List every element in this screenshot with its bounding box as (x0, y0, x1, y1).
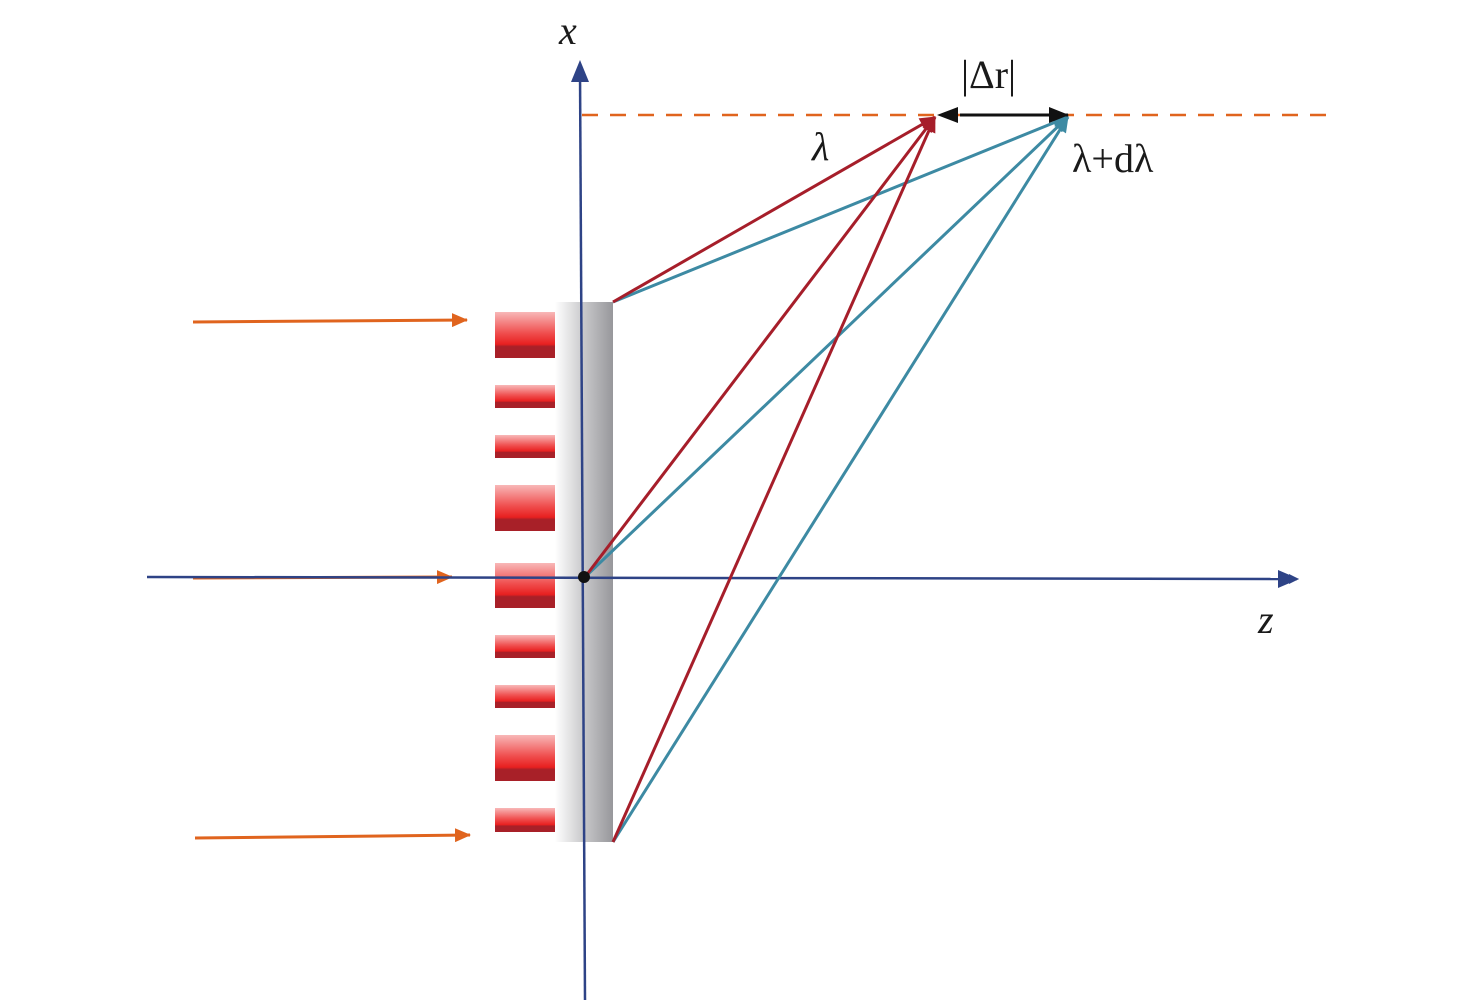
grating-block (495, 485, 555, 531)
red-ray (611, 116, 937, 843)
z-axis (146, 573, 1299, 584)
delta-r-arrowhead-left (937, 107, 958, 123)
x-axis-label: x (558, 8, 577, 53)
delta-r-label: |Δr| (961, 52, 1016, 97)
incident-arrow (194, 828, 471, 843)
grating-block (495, 385, 555, 408)
lambda-label: λ (811, 124, 829, 169)
lambda-plus-dlambda-label: λ+dλ (1072, 136, 1154, 181)
grating-block (495, 635, 555, 658)
grating-block (495, 808, 555, 832)
red-ray (583, 116, 937, 578)
teal-ray (612, 115, 1069, 304)
grating-block (495, 685, 555, 708)
x-axis-arrowhead (571, 60, 589, 82)
incident-arrow (192, 313, 468, 328)
grating-blocks (495, 312, 555, 832)
grating-block (495, 312, 555, 358)
x-axis (578, 69, 587, 1001)
red-ray (612, 115, 936, 304)
z-axis-label: z (1257, 597, 1274, 642)
grating-block (495, 563, 555, 608)
grating-block (495, 435, 555, 458)
grating-block (495, 735, 555, 781)
teal-ray (611, 116, 1070, 843)
origin-point (578, 571, 590, 583)
teal-ray (583, 115, 1070, 579)
z-axis-arrowhead (1278, 570, 1299, 588)
